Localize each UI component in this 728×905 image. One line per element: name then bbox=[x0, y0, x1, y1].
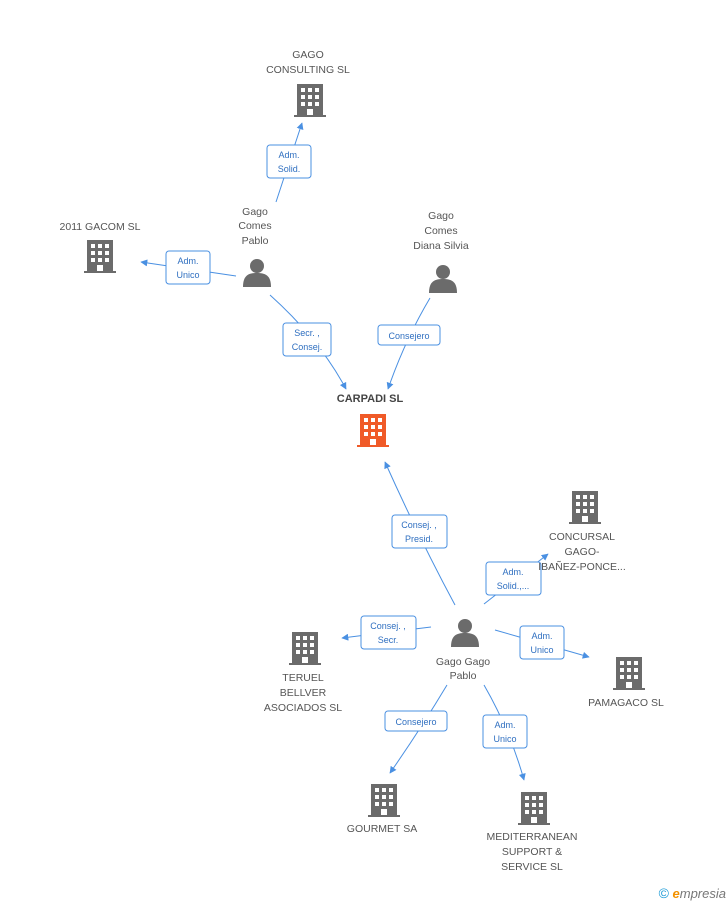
building-icon bbox=[84, 240, 116, 273]
edge-label-line: Secr. , bbox=[294, 328, 320, 338]
node-label-line: BELLVER bbox=[280, 687, 327, 699]
edge-adm-unico-pamagaco[interactable]: Adm. Unico bbox=[494, 625, 590, 660]
node-label-line: Gago bbox=[428, 210, 454, 222]
building-icon bbox=[569, 491, 601, 524]
node-gago-comes-diana[interactable]: Gago Comes Diana Silvia bbox=[413, 210, 469, 293]
edge-label-box bbox=[384, 710, 448, 732]
edge-label-box bbox=[266, 144, 312, 179]
brand-name: mpresia bbox=[679, 886, 726, 901]
node-label-line: CONCURSAL bbox=[549, 531, 615, 543]
person-icon bbox=[243, 259, 271, 287]
edge-label-line: Unico bbox=[176, 270, 199, 280]
edge-label-line: Adm. bbox=[502, 567, 523, 577]
node-gourmet[interactable]: GOURMET SA bbox=[347, 784, 417, 835]
edge-label-line: Unico bbox=[530, 645, 553, 655]
building-icon bbox=[289, 632, 321, 665]
node-label-line: CARPADI SL bbox=[337, 393, 404, 405]
building-icon bbox=[368, 784, 400, 817]
edge-adm-solid[interactable]: Adm. Solid. bbox=[266, 122, 312, 203]
edge-label-line: Solid.,... bbox=[497, 581, 530, 591]
edge-label-line: Consej. , bbox=[370, 621, 406, 631]
edge-label-line: Consejero bbox=[388, 331, 429, 341]
nodes-layer: CARPADI SL GAGO CONSULTING SL 2011 GACOM… bbox=[60, 49, 664, 873]
edge-label-box bbox=[282, 322, 332, 357]
edge-adm-unico[interactable]: Adm. Unico bbox=[140, 250, 237, 285]
copyright-symbol: © bbox=[658, 885, 669, 901]
brand-initial: e bbox=[672, 886, 680, 901]
node-label-line: PAMAGACO SL bbox=[588, 697, 664, 709]
node-label-line: Comes bbox=[424, 225, 457, 237]
node-label-line: Pablo bbox=[242, 235, 269, 247]
node-label-line: Pablo bbox=[450, 670, 477, 682]
edge-label-box bbox=[360, 615, 417, 650]
node-label-line: Diana Silvia bbox=[413, 240, 469, 252]
node-2011-gacom[interactable]: 2011 GACOM SL bbox=[60, 221, 141, 273]
edge-label-line: Consejero bbox=[395, 717, 436, 727]
node-label-line: SERVICE SL bbox=[501, 861, 563, 873]
edge-label-box bbox=[165, 250, 211, 285]
node-teruel-bellver[interactable]: TERUEL BELLVER ASOCIADOS SL bbox=[264, 632, 342, 714]
building-icon bbox=[357, 414, 389, 447]
edge-consejero-diana[interactable]: Consejero bbox=[377, 297, 441, 390]
building-icon bbox=[294, 84, 326, 117]
edge-label-line: Secr. bbox=[378, 635, 399, 645]
edge-label-box bbox=[482, 714, 528, 749]
edge-label-line: Unico bbox=[493, 734, 516, 744]
node-label-line: Gago bbox=[242, 206, 268, 218]
edge-secr-consej[interactable]: Secr. , Consej. bbox=[269, 294, 347, 390]
edge-label-box bbox=[485, 561, 542, 596]
edge-consejero-gourmet[interactable]: Consejero bbox=[384, 684, 448, 774]
node-gago-gago-pablo[interactable]: Gago Gago Pablo bbox=[436, 619, 490, 682]
edge-label-line: Adm. bbox=[278, 150, 299, 160]
edge-adm-solid-concursal[interactable]: Adm. Solid.,... bbox=[483, 553, 549, 605]
node-concursal[interactable]: CONCURSAL GAGO- IBAÑEZ-PONCE... bbox=[538, 491, 626, 573]
node-label-line: GAGO bbox=[292, 49, 324, 61]
node-label-line: TERUEL bbox=[282, 672, 324, 684]
edge-label-line: Consej. , bbox=[401, 520, 437, 530]
edge-label-box bbox=[377, 324, 441, 346]
node-label-line: CONSULTING SL bbox=[266, 64, 350, 76]
node-label-line: Gago Gago bbox=[436, 656, 490, 668]
node-mediterranean[interactable]: MEDITERRANEAN SUPPORT & SERVICE SL bbox=[486, 792, 578, 873]
edge-label-box bbox=[519, 625, 565, 660]
edge-label-line: Adm. bbox=[177, 256, 198, 266]
node-label-line: GOURMET SA bbox=[347, 823, 417, 835]
building-icon bbox=[518, 792, 550, 825]
edge-label-line: Presid. bbox=[405, 534, 433, 544]
node-gago-consulting[interactable]: GAGO CONSULTING SL bbox=[266, 49, 350, 117]
node-label-line: GAGO- bbox=[564, 546, 600, 558]
edge-label-box bbox=[391, 514, 448, 549]
node-gago-comes-pablo[interactable]: Gago Comes Pablo bbox=[238, 206, 272, 287]
node-pamagaco[interactable]: PAMAGACO SL bbox=[588, 657, 664, 709]
node-label-line: ASOCIADOS SL bbox=[264, 702, 342, 714]
edge-consej-presid[interactable]: Consej. , Presid. bbox=[384, 461, 456, 606]
node-label-line: 2011 GACOM SL bbox=[60, 221, 141, 233]
person-icon bbox=[429, 265, 457, 293]
node-carpadi[interactable]: CARPADI SL bbox=[337, 393, 404, 447]
edges-layer: Adm. Solid. Adm. Unico Secr. , Consej. C… bbox=[140, 122, 590, 781]
edge-adm-unico-mediterranean[interactable]: Adm. Unico bbox=[482, 684, 528, 781]
person-icon bbox=[451, 619, 479, 647]
edge-consej-secr[interactable]: Consej. , Secr. bbox=[341, 615, 432, 650]
edge-label-line: Adm. bbox=[494, 720, 515, 730]
edge-label-line: Adm. bbox=[531, 631, 552, 641]
edge-label-line: Consej. bbox=[292, 342, 323, 352]
node-label-line: Comes bbox=[238, 220, 271, 232]
edge-label-line: Solid. bbox=[278, 164, 301, 174]
node-label-line: SUPPORT & bbox=[502, 846, 562, 858]
empresia-logo[interactable]: © empresia bbox=[659, 885, 726, 901]
node-label-line: IBAÑEZ-PONCE... bbox=[538, 560, 626, 573]
building-icon bbox=[613, 657, 645, 690]
node-label-line: MEDITERRANEAN bbox=[486, 831, 577, 843]
